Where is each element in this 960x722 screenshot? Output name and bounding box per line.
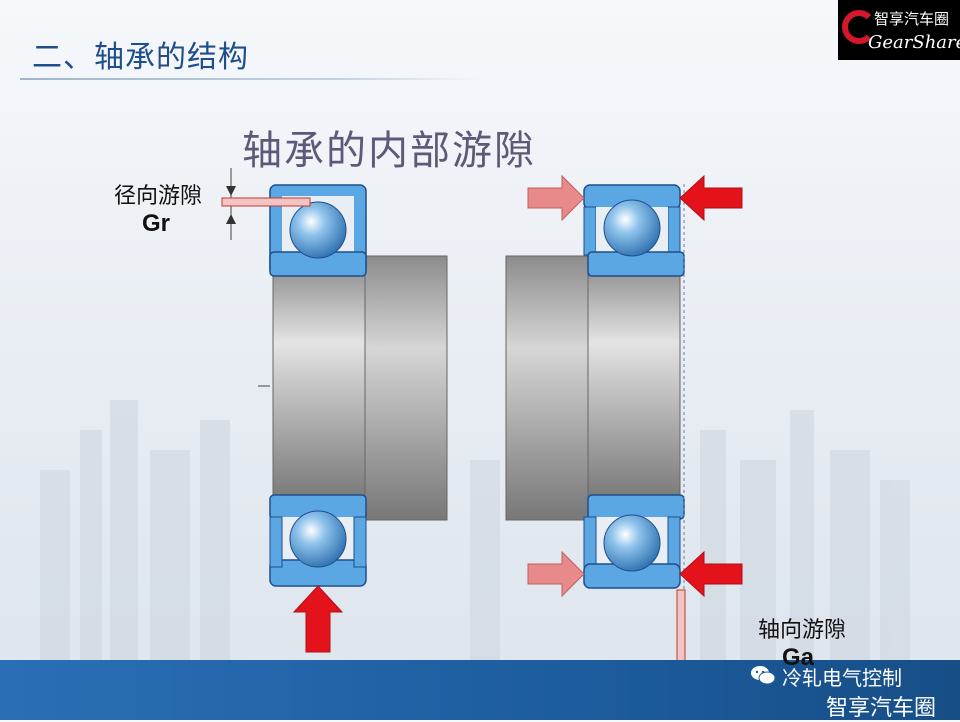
wechat-icon	[751, 666, 776, 685]
footer-bar	[0, 660, 960, 720]
radial-clearance-symbol: Gr	[141, 210, 170, 237]
footer-brand-text: 智享汽车圈	[826, 696, 937, 721]
radial-clearance-indicator	[221, 168, 311, 240]
left-radial-force-arrow	[292, 585, 344, 653]
gear-logo-icon	[842, 10, 876, 44]
title-divider	[20, 78, 480, 80]
right-bottom-axial-arrow-left	[527, 550, 585, 598]
right-bearing	[505, 184, 685, 590]
right-hub	[505, 255, 589, 521]
right-shaft	[587, 275, 681, 499]
right-top-axial-arrow-left	[527, 174, 585, 222]
left-hub	[364, 255, 448, 521]
right-top-axial-arrow-right	[679, 174, 743, 222]
right-bottom-ball	[603, 514, 661, 572]
diagram-title: 轴承的内部游隙	[242, 128, 536, 174]
left-bottom-ball	[289, 510, 347, 568]
radial-clearance-label: 径向游隙	[113, 184, 202, 209]
right-top-ball	[603, 199, 661, 257]
right-bottom-axial-arrow-right	[679, 550, 743, 598]
left-bearing	[258, 184, 448, 587]
left-top-ball	[289, 201, 347, 259]
axial-clearance-symbol: Ga	[781, 644, 814, 671]
axial-clearance-label: 轴向游隙	[757, 618, 846, 643]
logo-en-text: GearShare	[868, 32, 960, 53]
brand-logo: 智享汽车圈 GearShare	[838, 0, 960, 60]
left-shaft	[272, 275, 366, 499]
watermark-text: 冷轧电气控制	[782, 666, 902, 690]
logo-cn-text: 智享汽车圈	[874, 10, 950, 28]
slide-title: 二、轴承的结构	[32, 40, 249, 75]
